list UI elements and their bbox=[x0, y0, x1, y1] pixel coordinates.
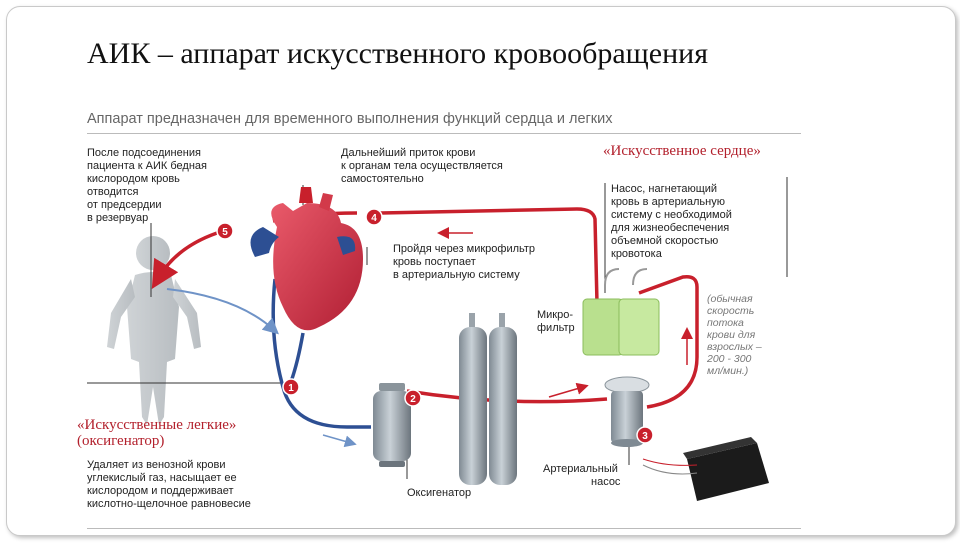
flow-arrows-blue bbox=[166, 288, 357, 448]
oxygenator-device bbox=[373, 383, 411, 467]
note-microfilter-pass: Пройдя через микрофильтр кровь поступает… bbox=[393, 243, 536, 281]
circulation-diagram: 1 2 3 4 5 bbox=[87, 177, 788, 501]
microfilter-device bbox=[582, 268, 660, 356]
note-normal-flow-rate: (обычная скорость потока крови для взрос… bbox=[707, 293, 762, 377]
svg-text:4: 4 bbox=[371, 213, 377, 224]
label-oxygenator: Оксигенатор bbox=[407, 487, 472, 499]
note-further-inflow: Дальнейший приток крови к органам тела о… bbox=[341, 147, 503, 185]
page-subtitle: Аппарат предназначен для временного выпо… bbox=[87, 111, 613, 127]
battery-device bbox=[642, 437, 769, 501]
svg-text:5: 5 bbox=[222, 227, 228, 238]
badge-2: 2 bbox=[404, 389, 422, 407]
badge-3: 3 bbox=[636, 426, 654, 444]
artificial-heart-title: «Искусственное сердце» bbox=[603, 143, 761, 159]
slide: АИК – аппарат искусственного кровообраще… bbox=[6, 6, 956, 536]
human-figure bbox=[107, 236, 201, 425]
page-title: АИК – аппарат искусственного кровообраще… bbox=[87, 37, 709, 70]
label-arterial-pump: Артериальный насос bbox=[543, 463, 621, 488]
svg-text:1: 1 bbox=[288, 383, 294, 394]
artificial-lungs-description: Удаляет из венозной крови углекислый газ… bbox=[87, 459, 251, 510]
arterial-pump-device bbox=[604, 376, 650, 447]
artificial-lungs-title: «Искусственные легкие» (оксигенатор) bbox=[77, 417, 237, 449]
badge-5: 5 bbox=[216, 222, 234, 240]
svg-text:3: 3 bbox=[642, 431, 648, 442]
svg-text:2: 2 bbox=[410, 394, 416, 405]
flow-arrows-red bbox=[437, 227, 693, 398]
gas-cylinders bbox=[459, 313, 517, 485]
bottom-divider bbox=[87, 528, 801, 529]
heart-illustration bbox=[250, 187, 363, 331]
badge-4: 4 bbox=[365, 208, 383, 226]
artificial-heart-description: Насос, нагнетающий кровь в артериальную … bbox=[611, 183, 732, 260]
top-divider bbox=[87, 133, 801, 134]
note-after-connection: После подсоединения пациента к АИК бедна… bbox=[87, 147, 207, 224]
badge-1: 1 bbox=[282, 378, 300, 396]
label-microfilter: Микро- фильтр bbox=[537, 309, 575, 334]
